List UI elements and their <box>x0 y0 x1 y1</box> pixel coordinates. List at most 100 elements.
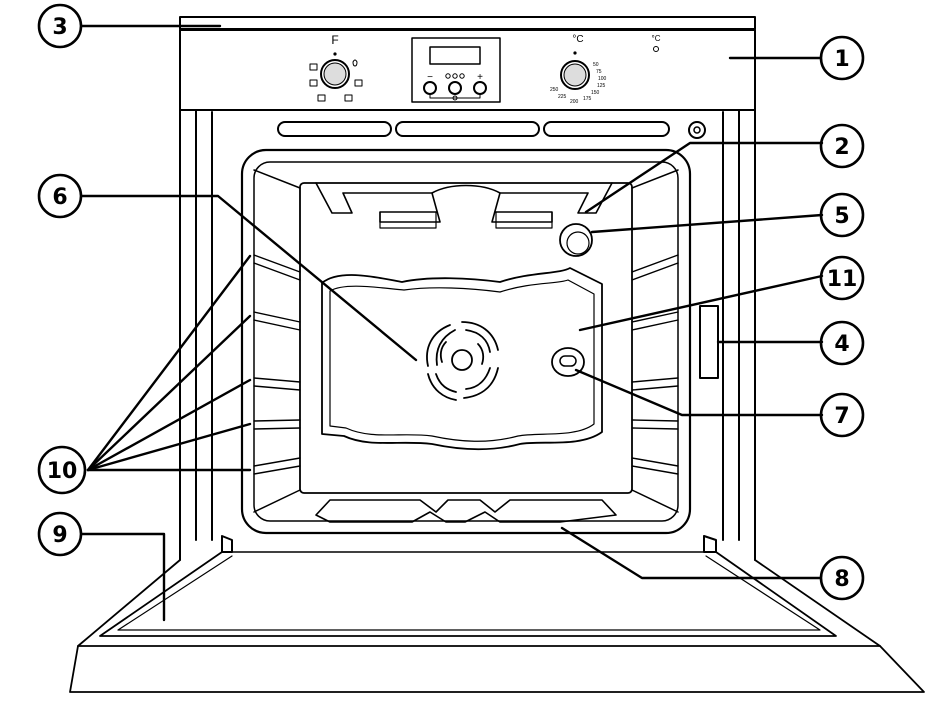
shelf-guide <box>631 427 679 430</box>
shelf-guide <box>253 319 301 331</box>
rating-plate <box>699 305 719 379</box>
leader-6 <box>80 194 418 362</box>
latch-ring-inner <box>693 126 701 134</box>
latch-ring <box>688 121 706 139</box>
timer-symbol-icon <box>445 73 451 79</box>
callout-number: 8 <box>834 567 849 592</box>
temp-scale-label: 175 <box>583 96 592 102</box>
fan-blade <box>465 329 491 353</box>
shelf-guide <box>253 385 301 391</box>
oven-cavity <box>240 148 692 535</box>
plus-button[interactable] <box>473 81 487 95</box>
clock-symbol-icon <box>452 73 458 79</box>
upper-heating-element-detail <box>495 211 553 229</box>
callout-5: 5 <box>819 192 865 238</box>
callout-2: 2 <box>819 123 865 169</box>
fan-hub <box>451 349 473 371</box>
probe-socket <box>551 347 585 377</box>
minus-label: − <box>427 72 433 83</box>
callout-circle <box>37 445 87 495</box>
shelf-guide <box>631 262 679 281</box>
vent-slot <box>543 121 670 137</box>
defrost-symbol <box>352 59 358 67</box>
cavity-inner <box>253 161 679 522</box>
upper-heating-element-left <box>315 182 441 223</box>
shelf-guides-left <box>253 254 301 475</box>
function-symbol <box>344 94 353 102</box>
temp-scale-label: 50 <box>593 62 599 68</box>
temp-scale-label: 100 <box>598 76 607 82</box>
fan-blade <box>426 324 451 367</box>
callout-6: 6 <box>37 173 83 219</box>
callout-8: 8 <box>819 555 865 601</box>
function-knob[interactable] <box>320 59 350 89</box>
upper-heating-element-bridge <box>431 184 501 194</box>
fan-blade <box>465 367 491 390</box>
function-knob-marker <box>333 52 337 56</box>
leader-10 <box>86 254 252 472</box>
circular-heating-element <box>329 279 595 442</box>
upper-heating-element-detail <box>379 211 437 229</box>
callout-1: 1 <box>819 35 865 81</box>
callout-circle <box>819 555 865 601</box>
shelf-guide <box>253 377 301 383</box>
minus-button[interactable] <box>423 81 437 95</box>
button-bracket <box>429 93 481 99</box>
callout-circle <box>819 35 865 81</box>
clock-button[interactable] <box>448 81 462 95</box>
temperature-scale: 50 75 100 125 150 175 200 225 250 <box>550 62 607 105</box>
door-inner-lip <box>117 555 821 631</box>
shelf-guide <box>631 254 679 273</box>
function-knob-inner <box>323 62 347 86</box>
callout-circle <box>37 3 83 49</box>
callout-7: 7 <box>819 392 865 438</box>
callout-circle <box>819 320 865 366</box>
back-wall <box>299 182 633 494</box>
callout-circle <box>819 255 865 301</box>
probe-socket-inner <box>559 355 577 367</box>
leader-lines <box>80 24 824 622</box>
function-knob-label: F <box>331 33 338 47</box>
fan-blade <box>427 373 457 401</box>
door-inner-panel <box>99 551 837 637</box>
fan <box>426 321 499 401</box>
control-panel-frame <box>179 29 756 111</box>
shelf-guide <box>253 457 301 467</box>
shelf-guide <box>253 419 301 422</box>
function-symbol <box>354 79 363 87</box>
oven-lamp-glass <box>566 231 590 255</box>
shelf-guide <box>253 465 301 475</box>
shelf-guide <box>253 311 301 323</box>
timer-module <box>411 37 501 103</box>
callout-number: 2 <box>834 135 849 160</box>
temperature-knob[interactable] <box>560 60 590 90</box>
vent-slot <box>277 121 392 137</box>
fan-blade <box>461 321 499 351</box>
temp-scale-label: 150 <box>591 90 600 96</box>
timer-display <box>429 46 481 65</box>
callout-11: 11 <box>819 255 865 301</box>
shelf-guide <box>253 262 301 281</box>
fan-blade <box>435 373 457 393</box>
shelf-guide <box>631 457 679 467</box>
function-symbol <box>309 63 318 71</box>
shelf-guide <box>631 377 679 383</box>
callout-circle <box>819 392 865 438</box>
leader-11 <box>578 274 824 332</box>
callout-circle <box>37 511 83 557</box>
function-symbol <box>317 94 326 102</box>
temp-scale-label: 250 <box>550 87 559 93</box>
corner-line <box>253 169 301 189</box>
door-outer <box>69 559 925 693</box>
leader-10 <box>86 422 252 472</box>
fan-blade <box>463 367 499 399</box>
shelf-guide <box>253 254 301 273</box>
oven-lamp <box>559 223 593 257</box>
callout-number: 10 <box>47 459 78 484</box>
leader-7 <box>574 368 824 417</box>
callout-circle <box>37 173 83 219</box>
cavity-outer <box>240 148 692 535</box>
end-symbol-icon <box>459 73 465 79</box>
